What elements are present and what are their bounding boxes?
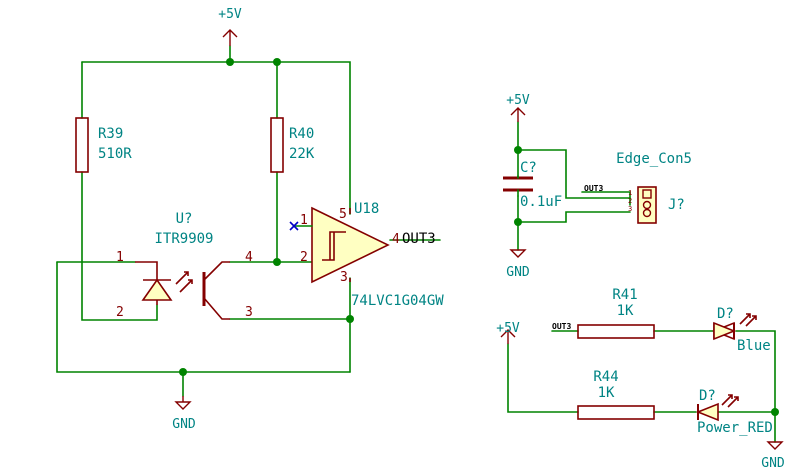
inverter-u18: 1 2 3 4 5 U18 74LVC1G04GW OUT3 xyxy=(289,201,444,309)
value-label: 74LVC1G04GW xyxy=(351,293,444,309)
gnd-symbol-cap: GND xyxy=(506,249,530,280)
pin-number: 3 xyxy=(245,305,253,320)
led-red: D? Power_RED xyxy=(695,388,773,436)
optocoupler-itr9909: U? ITR9909 1 2 4 3 xyxy=(116,211,253,320)
gnd-label: GND xyxy=(172,417,196,432)
ref-label: J? xyxy=(668,197,685,213)
resistor-r44: R44 1K xyxy=(577,369,655,420)
value-label: ITR9909 xyxy=(154,231,213,247)
vcc-symbol-right: +5V xyxy=(506,93,530,122)
vcc-label: +5V xyxy=(506,93,530,108)
capacitor: C? 0.1uF xyxy=(503,160,562,210)
value-label: Edge_Con5 xyxy=(616,151,692,167)
pin-number: 1 xyxy=(628,189,632,197)
junction-dot xyxy=(771,408,779,416)
vcc-symbol-top: +5V xyxy=(218,7,242,46)
pin-number: 1 xyxy=(116,250,124,265)
ref-label: D? xyxy=(717,306,734,322)
ref-label: R44 xyxy=(593,369,618,385)
value-label: Blue xyxy=(737,338,771,354)
junction-dot xyxy=(514,218,522,226)
no-connect-icon xyxy=(289,221,299,231)
pin-number: 3 xyxy=(628,205,632,213)
pin-number: 4 xyxy=(392,232,400,247)
ref-label: R41 xyxy=(612,287,637,303)
pin-number: 1 xyxy=(300,213,308,228)
pin-number: 2 xyxy=(628,197,632,205)
junction-dot xyxy=(226,58,234,66)
ref-label: C? xyxy=(520,160,537,176)
value-label: 1K xyxy=(617,303,634,319)
net-label-out3: OUT3 xyxy=(584,184,603,193)
junction-dot xyxy=(273,58,281,66)
gnd-label: GND xyxy=(761,456,785,471)
resistor-r41: R41 1K xyxy=(577,287,655,339)
pin-number: 5 xyxy=(339,207,347,222)
ref-label: U? xyxy=(176,211,193,227)
value-label: 510R xyxy=(98,146,132,162)
value-label: Power_RED xyxy=(697,420,773,436)
vcc-symbol-left: +5V xyxy=(496,321,520,344)
gnd-symbol-left: GND xyxy=(172,396,196,432)
junction-dot xyxy=(273,258,281,266)
ref-label: R39 xyxy=(98,126,123,142)
vcc-label: +5V xyxy=(496,321,520,336)
gnd-symbol-right: GND xyxy=(761,441,785,471)
junction-dot xyxy=(514,146,522,154)
value-label: 22K xyxy=(289,146,315,162)
pin-number: 2 xyxy=(300,250,308,265)
net-label-out3: OUT3 xyxy=(402,231,436,247)
connector-edge-con5: Edge_Con5 J? OUT3 1 2 3 xyxy=(584,151,692,224)
vcc-label: +5V xyxy=(218,7,242,22)
pin-number: 2 xyxy=(116,305,124,320)
value-label: 0.1uF xyxy=(520,194,562,210)
ref-label: U18 xyxy=(354,201,379,217)
junctions xyxy=(179,58,779,416)
gnd-label: GND xyxy=(506,265,530,280)
led-blue: D? Blue xyxy=(711,306,771,354)
value-label: 1K xyxy=(598,385,615,401)
junction-dot xyxy=(179,368,187,376)
junction-dot xyxy=(346,315,354,323)
ref-label: D? xyxy=(699,388,716,404)
resistor-r40: R40 22K xyxy=(270,117,315,173)
net-label-out3: OUT3 xyxy=(552,322,571,331)
pin-number: 4 xyxy=(245,250,253,265)
ref-label: R40 xyxy=(289,126,314,142)
resistor-r39: R39 510R xyxy=(75,117,132,173)
pin-number: 3 xyxy=(340,270,348,285)
